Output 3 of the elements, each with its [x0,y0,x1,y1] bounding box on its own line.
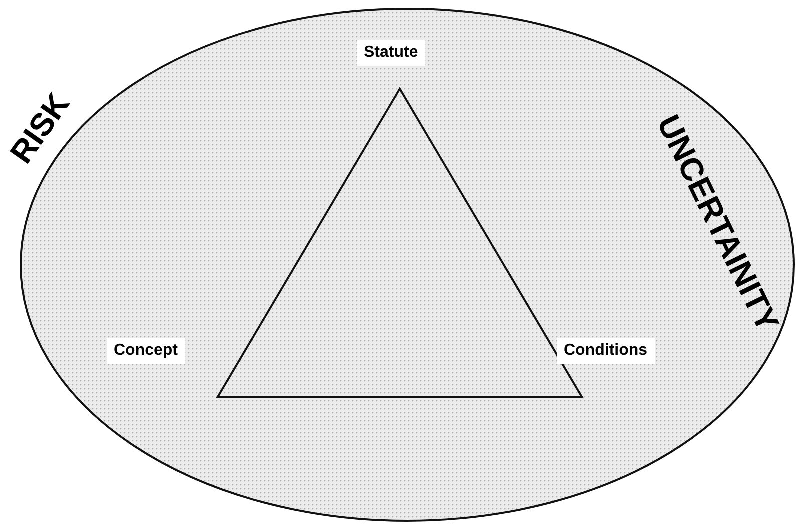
vertex-label: Statute [357,40,426,66]
vertex-label: Concept [107,338,185,364]
vertex-label: Conditions [557,338,655,364]
